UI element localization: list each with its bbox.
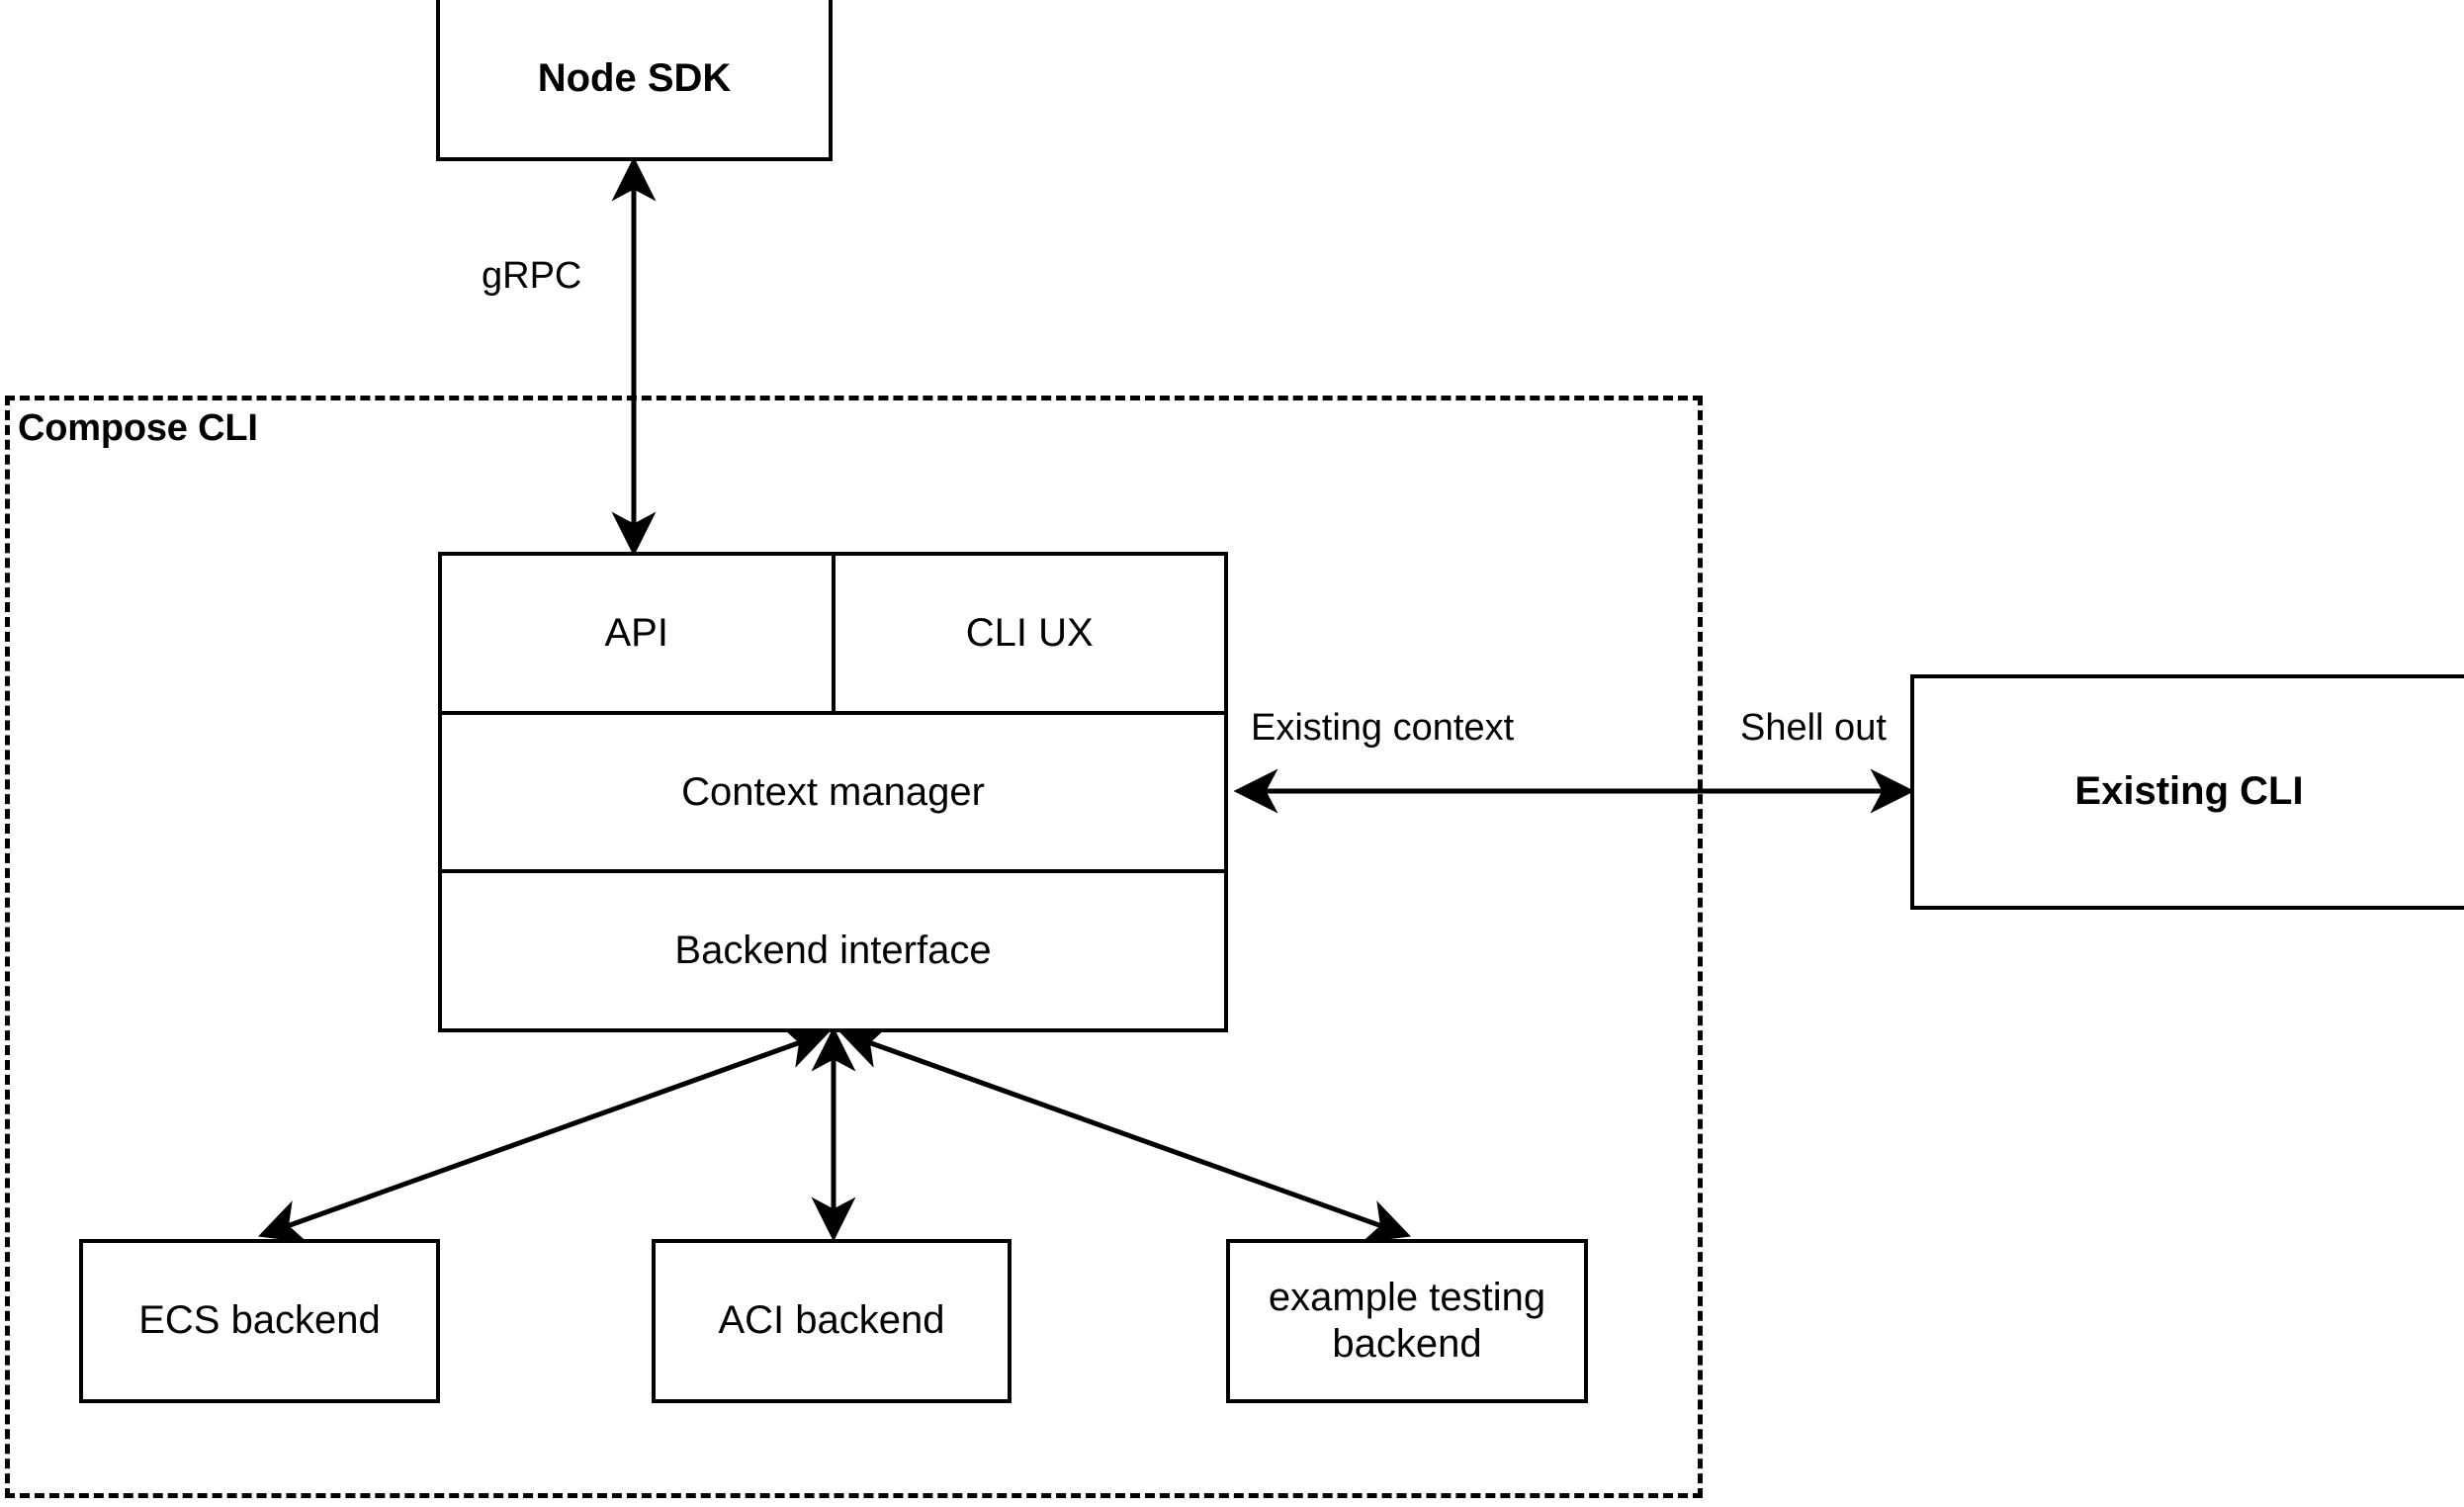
existing-cli-box: Existing CLI [1910,674,2464,910]
edge-label-existing-context: Existing context [1251,707,1515,749]
node-sdk-label: Node SDK [537,55,732,100]
compose-stack: API CLI UX Context manager Backend inter… [438,552,1228,1032]
context-manager-label: Context manager [681,769,985,814]
backend-interface-cell: Backend interface [442,873,1224,1028]
context-manager-cell: Context manager [442,715,1224,874]
example-testing-backend-label: example testing backend [1268,1275,1546,1366]
edge-label-grpc: gRPC [482,255,582,297]
ecs-backend-label: ECS backend [138,1298,381,1343]
stack-row-api-cliux: API CLI UX [442,556,1224,715]
ecs-backend-box: ECS backend [79,1239,440,1403]
api-cell: API [442,556,836,711]
aci-backend-label: ACI backend [718,1298,945,1343]
api-label: API [604,610,668,655]
existing-cli-label: Existing CLI [2074,769,2304,814]
compose-cli-boundary-label: Compose CLI [18,407,258,449]
example-testing-backend-box: example testing backend [1226,1239,1588,1403]
compose-cli-boundary [5,396,1703,1498]
node-sdk-box: Node SDK [436,0,833,161]
edge-label-shell-out: Shell out [1740,707,1887,749]
cli-ux-label: CLI UX [965,610,1094,655]
cli-ux-cell: CLI UX [836,556,1225,711]
aci-backend-box: ACI backend [652,1239,1012,1403]
backend-interface-label: Backend interface [674,929,992,973]
